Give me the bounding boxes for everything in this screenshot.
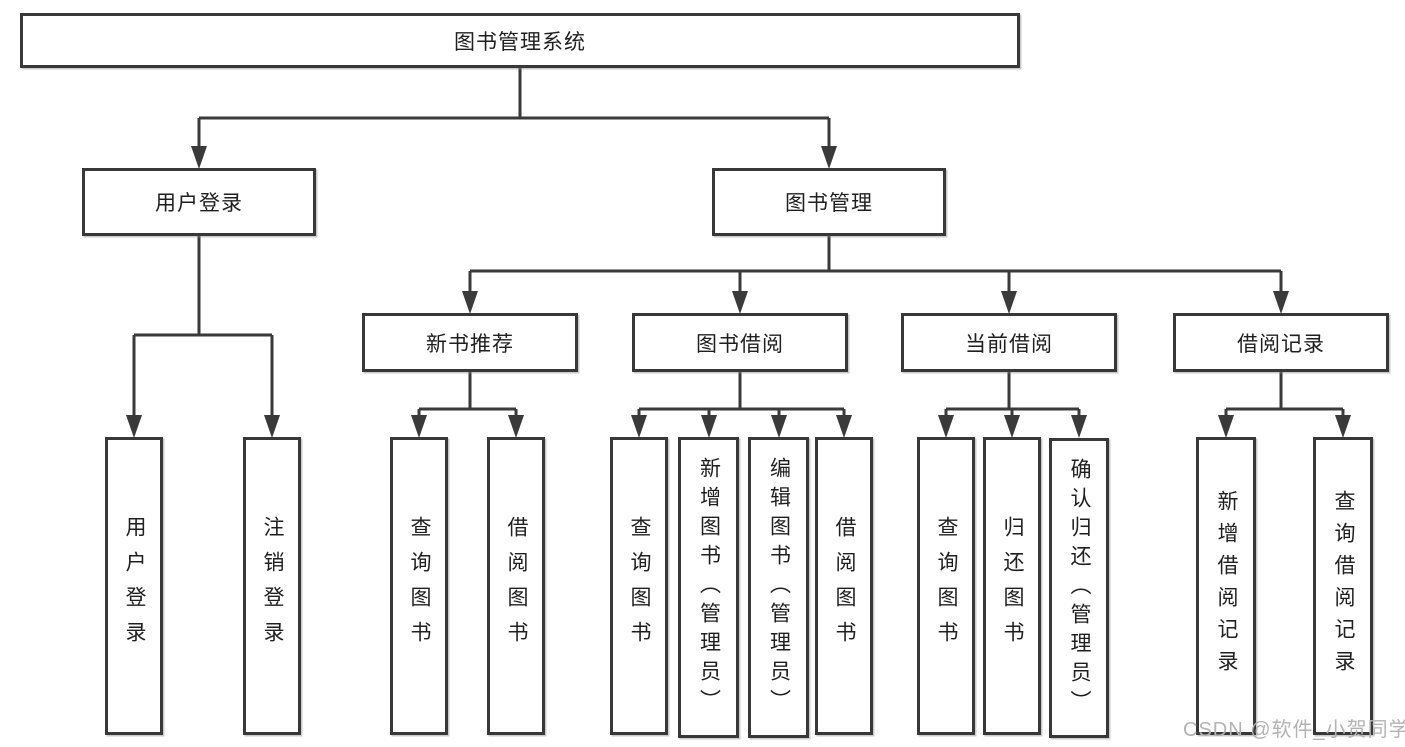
node-book-management: 图书管理 (712, 168, 946, 236)
leaf-return-books: 归还图书 (983, 437, 1041, 735)
node-user-login: 用户登录 (82, 168, 316, 236)
leaf-borrowing-query-books: 查询图书 (610, 437, 668, 735)
leaf-confirm-return-admin: 确认归还（管理员） (1049, 438, 1109, 738)
leaf-newbook-borrow-books: 借阅图书 (487, 437, 545, 735)
leaf-borrowing-borrow-books: 借阅图书 (815, 437, 873, 735)
leaf-logout: 注销登录 (243, 437, 301, 735)
node-new-book-recommend: 新书推荐 (362, 313, 578, 372)
leaf-edit-books-admin: 编辑图书（管理员） (748, 437, 809, 738)
leaf-query-borrow-record: 查询借阅记录 (1313, 437, 1373, 735)
node-current-borrowing: 当前借阅 (901, 313, 1117, 372)
leaf-add-borrow-record: 新增借阅记录 (1196, 437, 1256, 735)
csdn-watermark: CSDN @软件_小贺同学 (1183, 719, 1405, 741)
node-root-library-system: 图书管理系统 (20, 13, 1020, 68)
leaf-add-books-admin: 新增图书（管理员） (678, 437, 739, 738)
leaf-newbook-query-books: 查询图书 (390, 437, 448, 735)
node-borrow-records: 借阅记录 (1173, 313, 1389, 372)
arrowhead-icons (126, 146, 1351, 438)
node-book-borrowing: 图书借阅 (632, 313, 848, 372)
leaf-user-login: 用户登录 (105, 437, 163, 735)
leaf-current-query-books: 查询图书 (917, 437, 975, 735)
